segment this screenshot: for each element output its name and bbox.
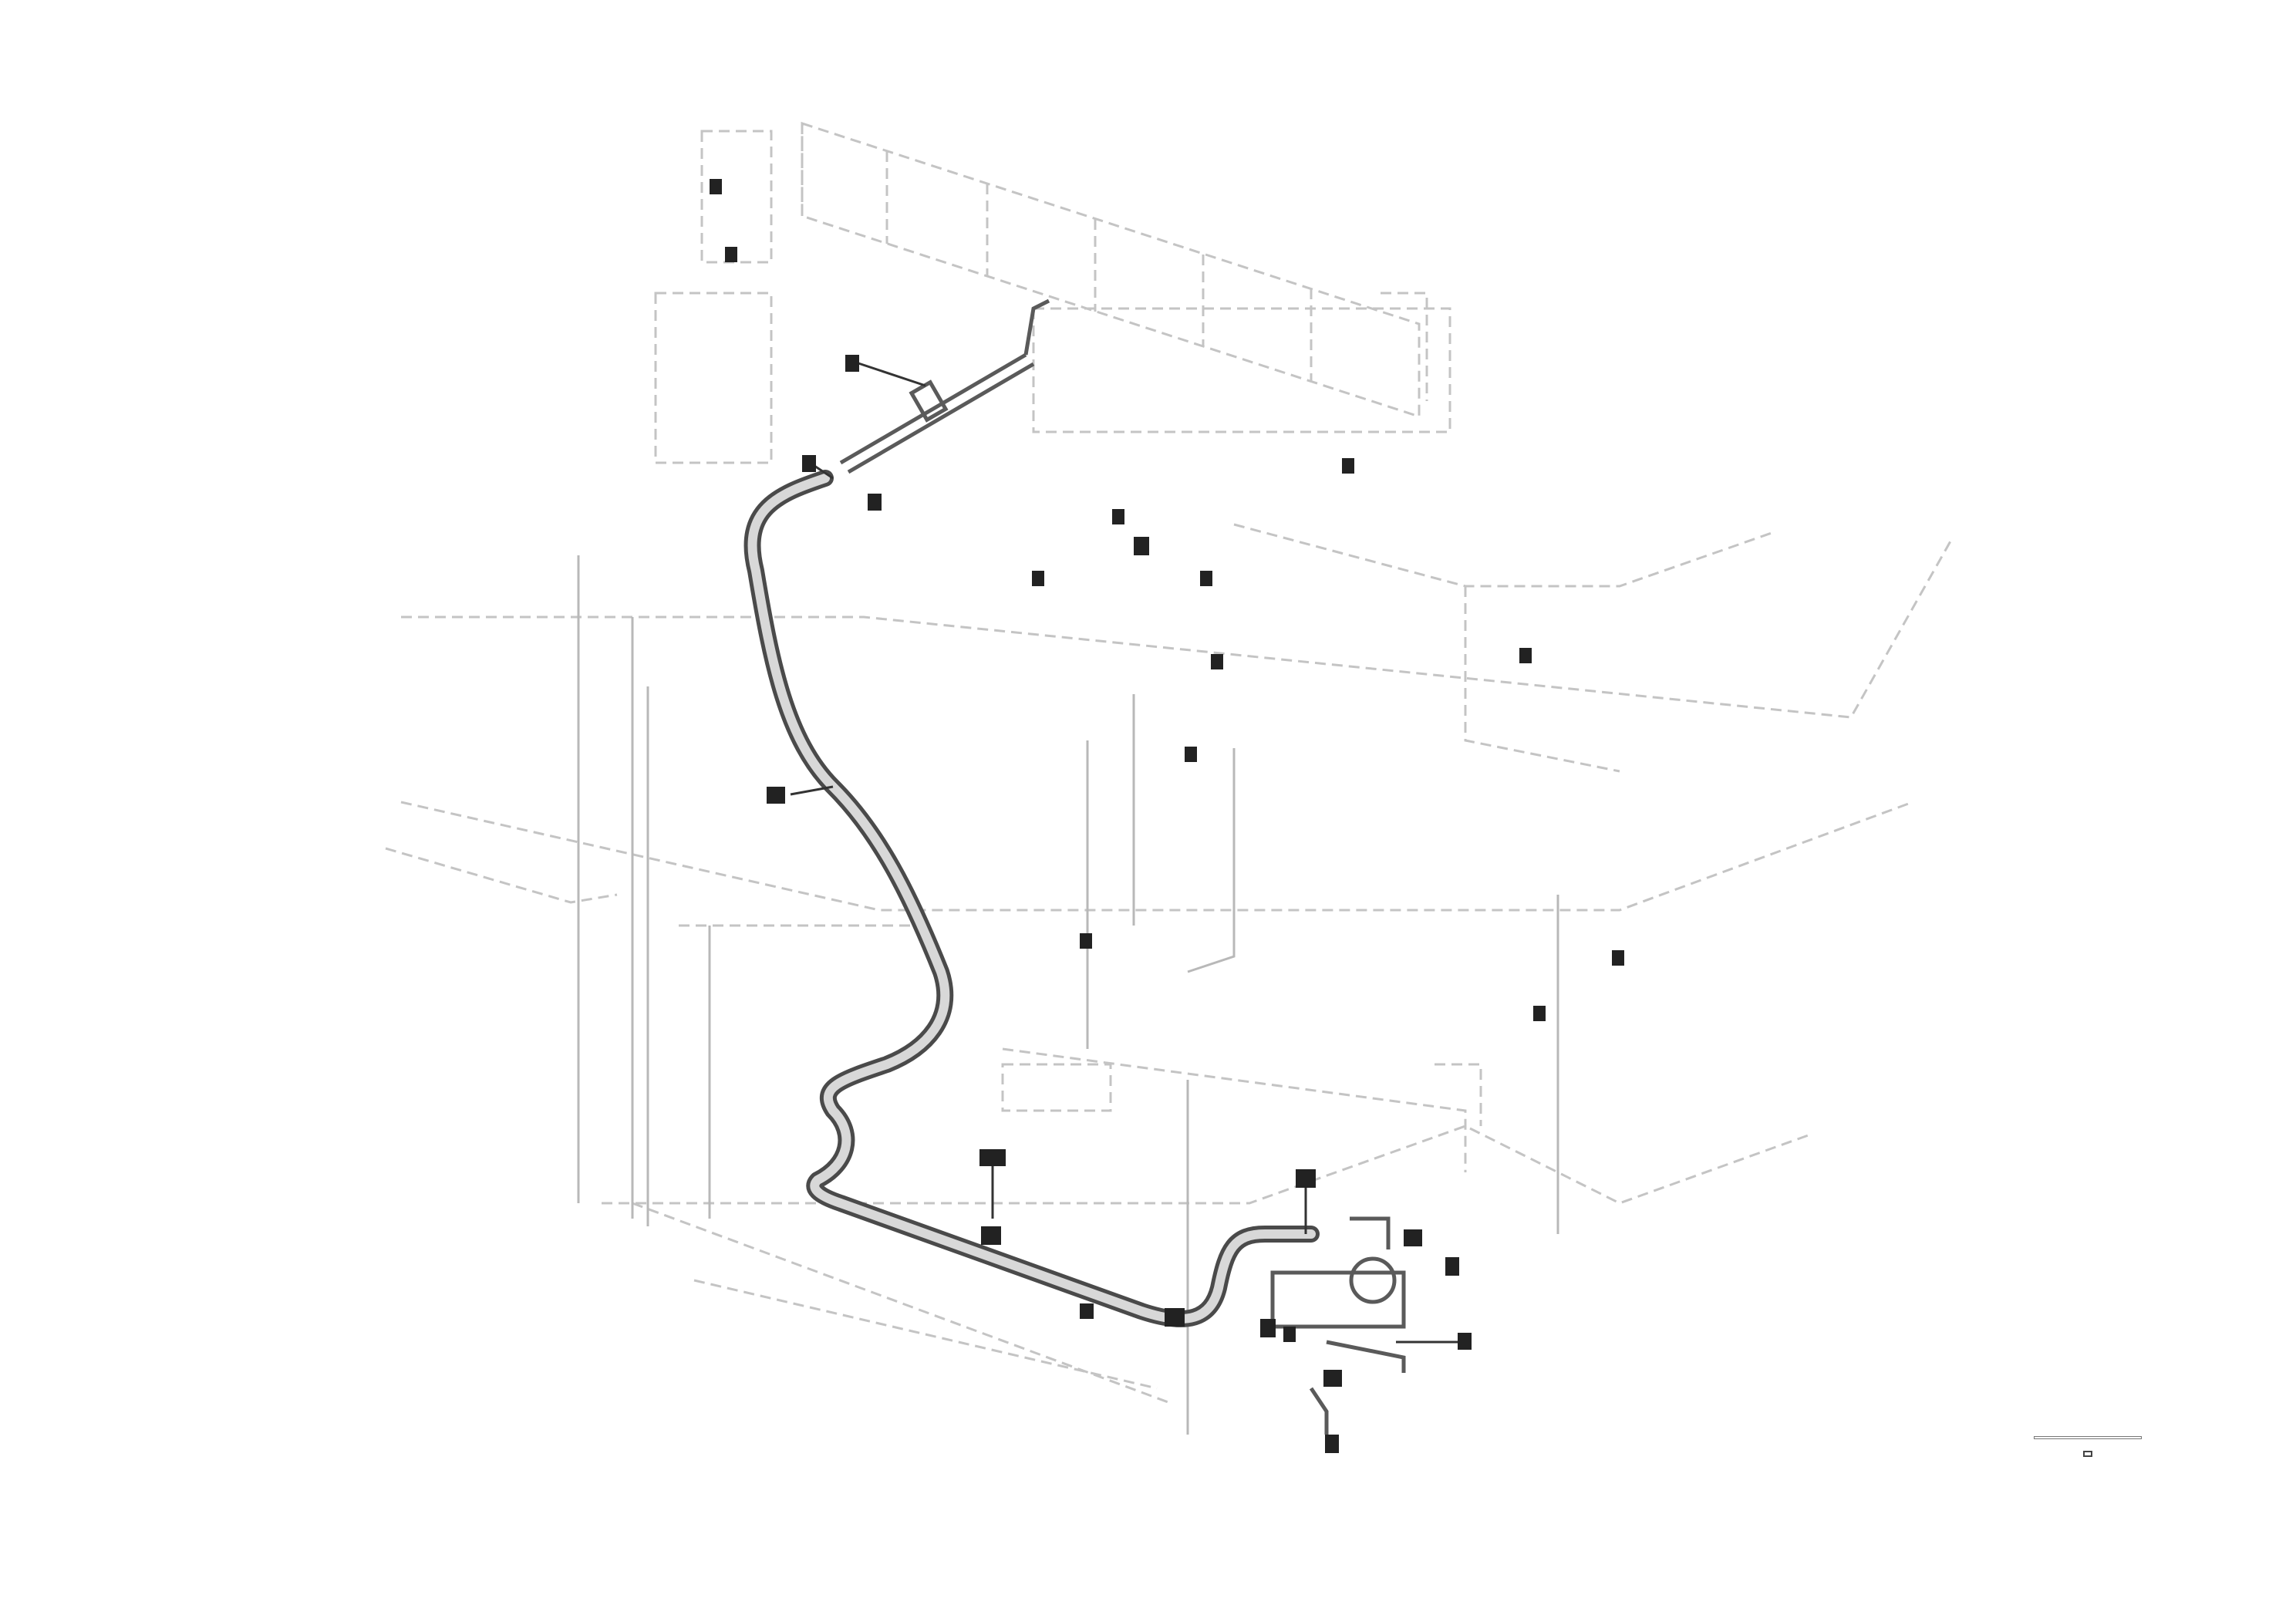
drawing-reference-code xyxy=(2034,1436,2142,1439)
callout-misc xyxy=(710,179,1624,1342)
callout-13[interactable] xyxy=(1396,1333,1472,1350)
valve-assembly xyxy=(1270,1216,1406,1435)
callout-9[interactable] xyxy=(1296,1169,1316,1234)
callout-8[interactable] xyxy=(1080,1303,1094,1319)
drawing-reference-box xyxy=(2034,1436,2142,1461)
callout-3[interactable] xyxy=(868,494,882,511)
upper-pipe xyxy=(839,298,1050,474)
main-hose xyxy=(743,470,1320,1327)
callout-7[interactable] xyxy=(1165,1308,1185,1327)
callout-5[interactable] xyxy=(979,1149,1006,1219)
engine-block-outline xyxy=(654,121,1775,773)
frame-rails-outline xyxy=(385,539,1953,1435)
callout-12[interactable] xyxy=(1260,1319,1276,1337)
callout-4[interactable] xyxy=(767,785,834,804)
callout-15[interactable] xyxy=(1325,1435,1339,1453)
callout-2[interactable] xyxy=(802,455,834,480)
callout-14[interactable] xyxy=(1323,1370,1342,1387)
callout-10[interactable] xyxy=(1404,1229,1422,1246)
drawing-reference-id xyxy=(2083,1451,2092,1457)
callout-11[interactable] xyxy=(1445,1257,1459,1276)
callout-6[interactable] xyxy=(981,1226,1001,1245)
callout-1[interactable] xyxy=(845,355,926,387)
callout-16[interactable] xyxy=(1134,537,1149,555)
